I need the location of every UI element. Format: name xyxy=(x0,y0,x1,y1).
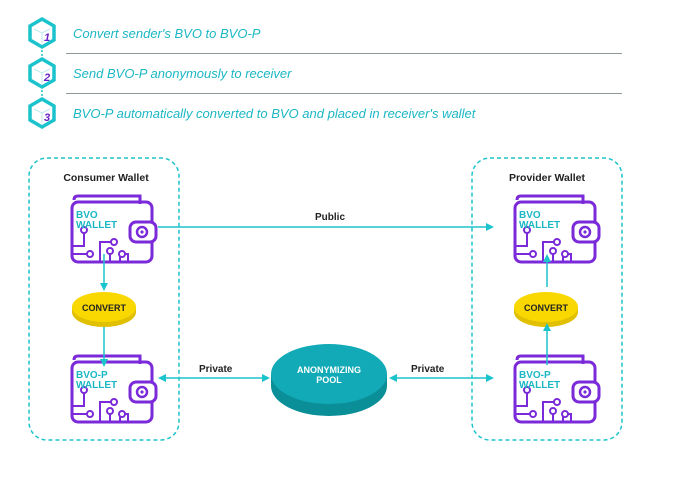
public-label: Public xyxy=(315,212,346,223)
step-3-text: BVO-P automatically converted to BVO and… xyxy=(73,106,476,121)
svg-text:1: 1 xyxy=(44,32,50,44)
private-left-label: Private xyxy=(199,364,233,375)
steps-icons: 1 2 3 xyxy=(28,17,56,129)
cube-icon-2: 2 xyxy=(28,57,56,89)
provider-wallet-title: Provider Wallet xyxy=(508,172,586,184)
svg-text:BVO: BVO xyxy=(519,210,541,221)
provider-convert-coin: CONVERT xyxy=(514,292,578,327)
step-2-text: Send BVO-P anonymously to receiver xyxy=(73,66,292,81)
svg-text:2: 2 xyxy=(43,72,50,84)
svg-text:BVO-P: BVO-P xyxy=(519,370,551,381)
cube-icon-1: 1 xyxy=(28,17,56,49)
step-divider xyxy=(66,53,622,54)
svg-text:BVO: BVO xyxy=(76,210,98,221)
step-1-text: Convert sender's BVO to BVO-P xyxy=(73,26,261,41)
svg-text:3: 3 xyxy=(44,112,50,124)
svg-text:ANONYMIZING: ANONYMIZING xyxy=(297,365,361,375)
svg-text:POOL: POOL xyxy=(316,375,342,385)
consumer-wallet-container xyxy=(28,157,180,441)
step-divider xyxy=(66,93,622,94)
svg-text:BVO-P: BVO-P xyxy=(76,370,108,381)
consumer-wallet-title: Consumer Wallet xyxy=(63,172,149,184)
svg-text:CONVERT: CONVERT xyxy=(524,303,569,313)
anonymizing-pool: ANONYMIZING POOL xyxy=(271,344,387,416)
svg-text:WALLET: WALLET xyxy=(519,380,560,391)
svg-text:WALLET: WALLET xyxy=(519,220,560,231)
private-right-label: Private xyxy=(411,364,445,375)
consumer-convert-coin: CONVERT xyxy=(72,292,136,327)
svg-text:WALLET: WALLET xyxy=(76,220,117,231)
consumer-bvo-wallet-icon: BVO WALLET xyxy=(70,194,158,264)
provider-bvo-p-wallet-icon: BVO-P WALLET xyxy=(513,354,601,424)
svg-text:CONVERT: CONVERT xyxy=(82,303,127,313)
provider-bvo-wallet-icon: BVO WALLET xyxy=(513,194,601,264)
svg-text:WALLET: WALLET xyxy=(76,380,117,391)
provider-wallet-container xyxy=(471,157,623,441)
cube-icon-3: 3 xyxy=(28,97,56,129)
consumer-bvo-p-wallet-icon: BVO-P WALLET xyxy=(70,354,158,424)
